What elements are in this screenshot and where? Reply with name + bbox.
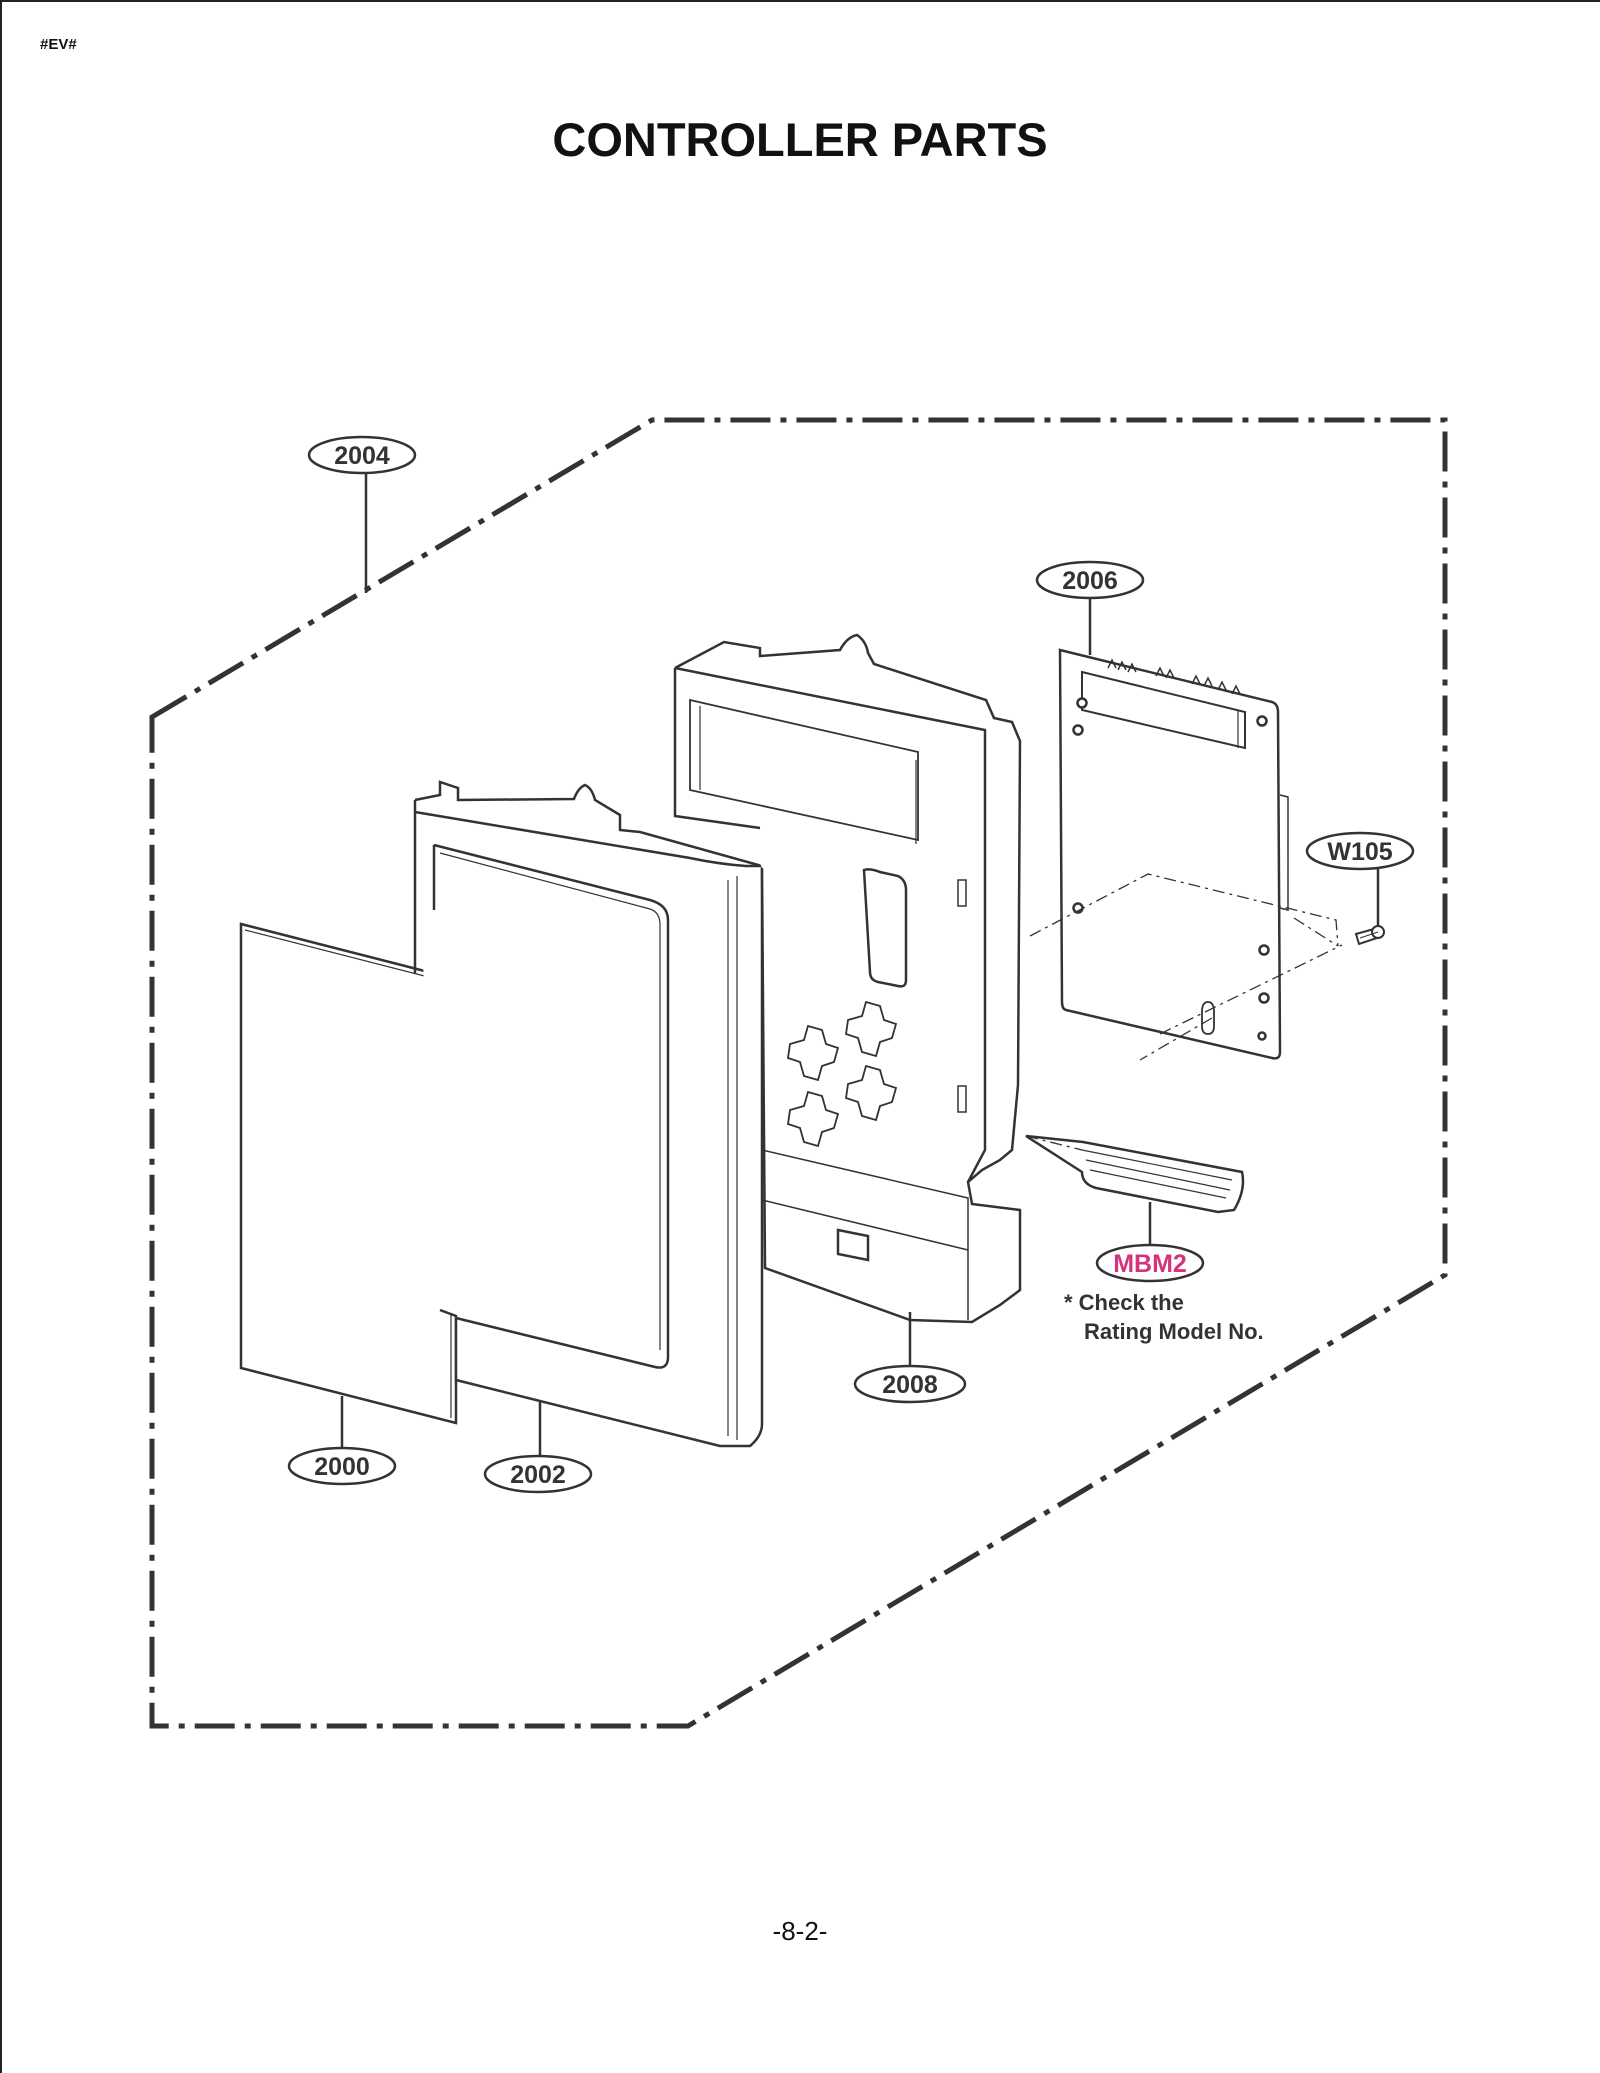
- assembly-boundary: [149, 417, 1448, 1729]
- callout-2004-label: 2004: [334, 442, 390, 470]
- note-line-1: * Check the: [1064, 1290, 1184, 1315]
- page-number: -8-2-: [772, 1916, 828, 1946]
- callout-2000-label: 2000: [314, 1453, 370, 1481]
- part-2006-pcb: [1029, 648, 1343, 1061]
- callout-w105: W105: [1305, 831, 1415, 871]
- callout-2000: 2000: [287, 1446, 397, 1486]
- part-w105-screw: [1354, 925, 1385, 946]
- callout-mbm2-label: MBM2: [1113, 1250, 1187, 1278]
- callout-2002: 2002: [483, 1454, 593, 1494]
- callout-2008: 2008: [853, 1364, 967, 1404]
- callout-2002-label: 2002: [510, 1461, 566, 1489]
- callout-2006: 2006: [1035, 560, 1145, 600]
- callout-2004: 2004: [307, 435, 417, 475]
- part-2002-front-frame: [413, 780, 764, 1448]
- callout-2006-label: 2006: [1062, 567, 1118, 595]
- callout-2008-label: 2008: [882, 1371, 938, 1399]
- part-2008-controller-case: [673, 633, 1022, 1324]
- callout-w105-label: W105: [1327, 838, 1392, 866]
- leader-lines: [340, 472, 1380, 1458]
- part-2000-front-panel: [239, 922, 458, 1425]
- callout-mbm2: MBM2: [1095, 1243, 1205, 1283]
- part-mbm2-item: [1025, 1134, 1245, 1214]
- note-line-2: Rating Model No.: [1084, 1319, 1264, 1344]
- document-code: #EV#: [40, 36, 77, 53]
- page-title: CONTROLLER PARTS: [552, 113, 1048, 166]
